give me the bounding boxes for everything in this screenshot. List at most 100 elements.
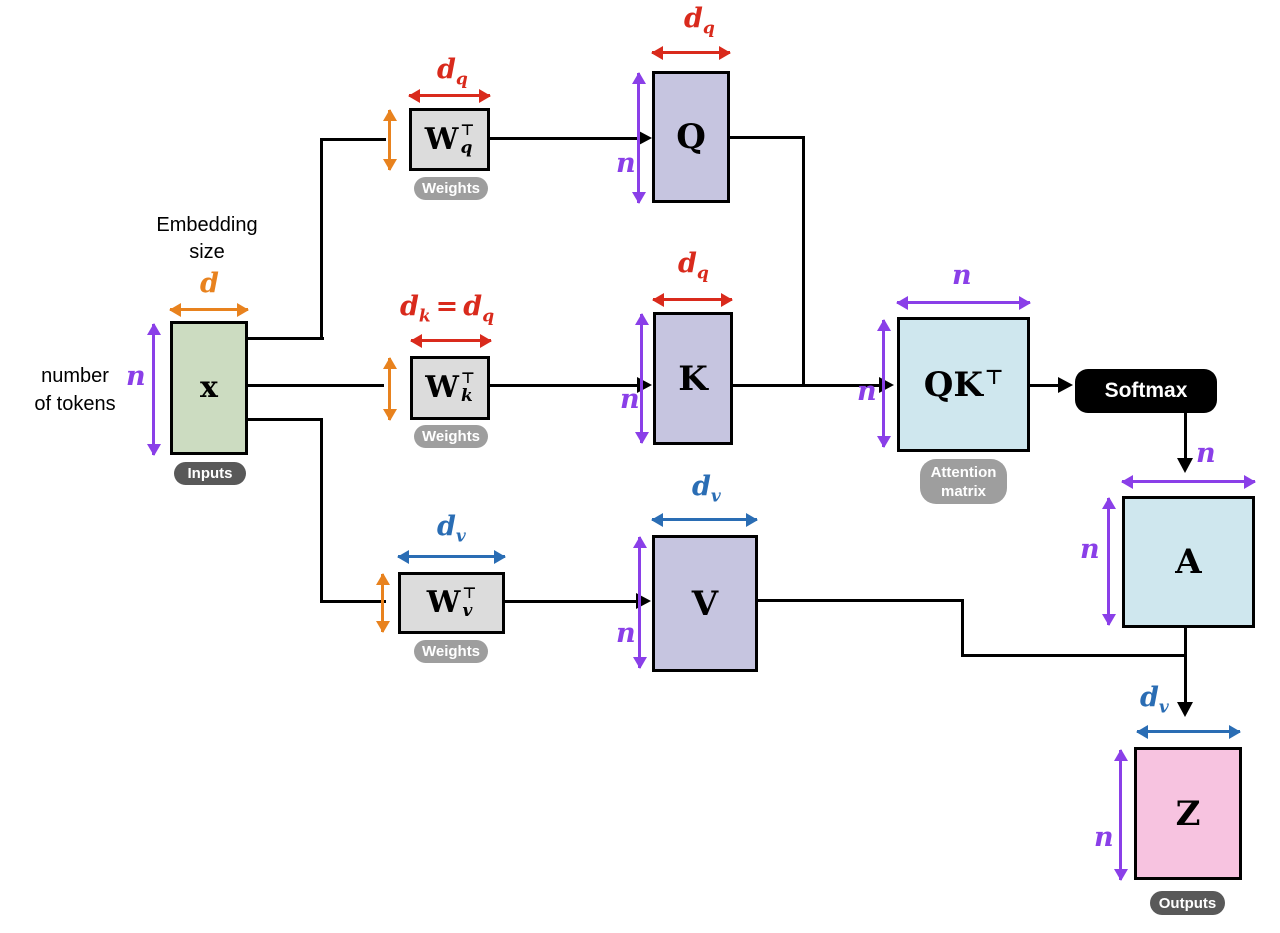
arrow-wk-to-k-shaft (490, 384, 638, 387)
connector-x-to-wq-v (320, 138, 323, 340)
matrix-v-box: V (652, 535, 758, 672)
dim-label-dv-wv: dv (437, 511, 466, 547)
connector-x-to-wv-v (320, 418, 323, 603)
arrow-wq-to-q-shaft (490, 137, 638, 140)
connector-k-right (733, 384, 805, 387)
connector-v-right (758, 599, 964, 602)
dim-label-n-a-top: n (1196, 438, 1216, 469)
connector-x-to-wk (248, 384, 384, 387)
dim-arrow-dv-z (1137, 730, 1240, 733)
dim-arrow-n-x (152, 324, 155, 455)
dim-arrow-orange-wv (381, 574, 384, 632)
dim-label-dq-wq: dq (437, 54, 468, 90)
embedding-size-line2: size (189, 241, 225, 263)
connector-x-to-wq-h2 (320, 138, 386, 141)
dim-arrow-n-a-top (1122, 480, 1255, 483)
dim-arrow-n-q (637, 73, 640, 203)
dim-arrow-dq-wq (409, 94, 490, 97)
softmax-label: Softmax (1104, 379, 1188, 402)
number-of-tokens-line1: number (41, 365, 109, 387)
arrow-a-to-z-shaft (1184, 628, 1187, 704)
dim-arrow-dv-wv (398, 555, 505, 558)
matrix-z-box: Z (1134, 747, 1242, 880)
dim-label-n-qkt-top: n (952, 260, 972, 291)
arrow-qkt-to-softmax-shaft (1030, 384, 1058, 387)
matrix-wq-label: W⊤q (424, 120, 475, 158)
dim-arrow-orange-wq (388, 110, 391, 170)
matrix-a-box: A (1122, 496, 1255, 628)
outputs-pill: Outputs (1150, 891, 1225, 915)
embedding-size-line1: Embedding (156, 214, 258, 236)
dim-label-n-qkt-left: n (857, 376, 877, 407)
dim-label-dk-eq-dq: dk=dq (400, 291, 495, 327)
dim-arrow-dq-q (652, 51, 730, 54)
dim-label-n-v: n (616, 618, 636, 649)
arrow-softmax-to-a-shaft (1184, 413, 1187, 459)
dim-label-dq-k: dq (678, 248, 709, 284)
softmax-block: Softmax (1075, 369, 1217, 413)
weights-pill-v-label: Weights (421, 643, 481, 660)
dim-label-dv-z: dv (1140, 682, 1169, 718)
weights-pill-v: Weights (414, 640, 488, 663)
matrix-k-label: K (678, 358, 708, 399)
connector-x-to-wv-h1 (248, 418, 322, 421)
weights-pill-q-label: Weights (421, 180, 481, 197)
outputs-pill-label: Outputs (1158, 894, 1217, 912)
arrow-qkt-to-softmax-head (1058, 377, 1073, 393)
matrix-v-label: V (691, 583, 719, 624)
dim-label-n-z: n (1094, 822, 1114, 853)
number-of-tokens-label: number of tokens (5, 362, 145, 418)
dim-label-n-k: n (620, 384, 640, 415)
matrix-wv-label: W⊤v (426, 584, 477, 621)
connector-x-to-wq-h1 (248, 337, 324, 340)
weights-pill-k-label: Weights (421, 428, 481, 445)
arrow-qk-merge-shaft (802, 384, 879, 387)
inputs-pill: Inputs (174, 462, 246, 485)
dim-arrow-d-x (170, 308, 248, 311)
matrix-q-label: Q (676, 117, 706, 157)
matrix-qkt-label: QK⊤ (923, 364, 1004, 405)
matrix-wk-label: W⊤k (425, 369, 475, 406)
matrix-q-box: Q (652, 71, 730, 203)
arrow-a-to-z-head (1177, 702, 1193, 717)
attention-matrix-pill-line1: Attention (930, 463, 997, 481)
arrow-softmax-to-a-head (1177, 458, 1193, 473)
matrix-wq-box: W⊤q (409, 108, 490, 171)
dim-arrow-n-a-left (1107, 498, 1110, 625)
dim-label-n-q: n (616, 148, 636, 179)
attention-matrix-pill: Attention matrix (920, 459, 1007, 504)
dim-arrow-n-v (638, 537, 641, 668)
dim-arrow-n-k (640, 314, 643, 443)
matrix-wk-box: W⊤k (410, 356, 490, 420)
connector-v-down (961, 599, 964, 657)
dim-label-n-a-left: n (1080, 534, 1100, 565)
connector-x-to-wv-h2 (320, 600, 386, 603)
matrix-a-label: A (1175, 542, 1202, 582)
attention-matrix-pill-line2: matrix (940, 482, 987, 500)
dim-label-dq-q: dq (684, 3, 715, 39)
matrix-wv-box: W⊤v (398, 572, 505, 634)
dim-arrow-n-qkt-left (882, 320, 885, 447)
weights-pill-k: Weights (414, 425, 488, 448)
arrow-wq-to-q-head (637, 130, 652, 146)
connector-q-down (802, 136, 805, 387)
connector-v-to-a-bottom (961, 654, 1187, 657)
embedding-size-label: Embedding size (137, 212, 277, 266)
weights-pill-q: Weights (414, 177, 488, 200)
matrix-x-label: x (200, 370, 218, 405)
dim-arrow-n-z (1119, 750, 1122, 880)
matrix-x-box: x (170, 321, 248, 455)
dim-arrow-orange-wk (388, 358, 391, 420)
dim-label-d-x: d (200, 268, 219, 299)
number-of-tokens-line2: of tokens (34, 393, 116, 415)
dim-label-dv-v: dv (692, 471, 721, 507)
matrix-qkt-box: QK⊤ (897, 317, 1030, 452)
dim-label-n-x: n (126, 361, 146, 392)
matrix-k-box: K (653, 312, 733, 445)
matrix-z-label: Z (1175, 793, 1201, 834)
dim-arrow-dk-wk (411, 339, 491, 342)
dim-arrow-n-qkt-top (897, 301, 1030, 304)
dim-arrow-dv-v (652, 518, 757, 521)
connector-q-right (730, 136, 805, 139)
